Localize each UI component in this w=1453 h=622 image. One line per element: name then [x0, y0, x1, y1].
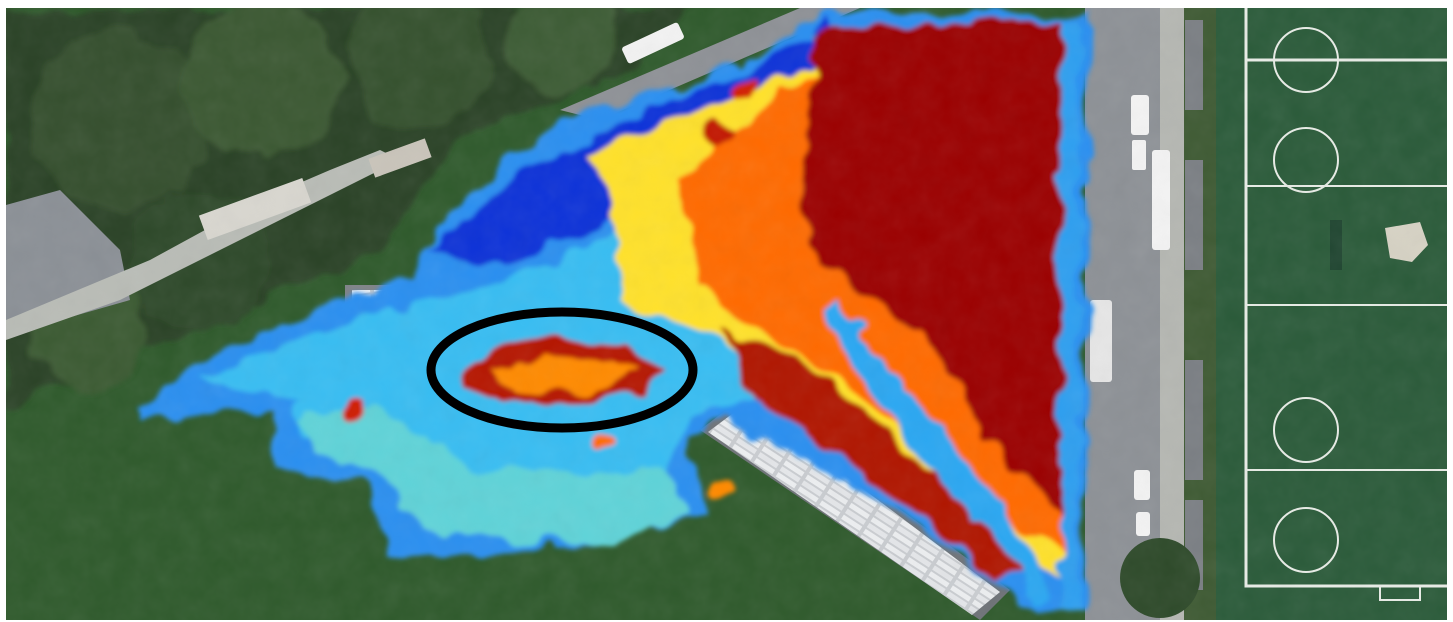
map-canvas — [6, 8, 1447, 620]
annotation-ellipse — [426, 307, 698, 433]
aerial-map — [6, 8, 1447, 620]
